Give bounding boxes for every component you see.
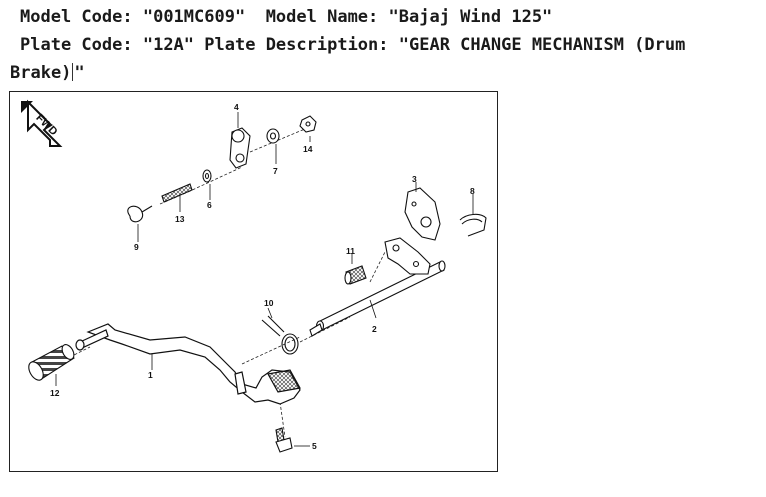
part-label-9: 9 <box>134 242 139 252</box>
part-7-washer <box>266 128 280 144</box>
part-label-8: 8 <box>470 186 475 196</box>
part-2-shaft-plate <box>384 237 431 275</box>
part-1-gear-lever <box>75 323 301 405</box>
part-number-labels: 4 14 7 6 13 9 3 8 11 10 2 1 12 5 <box>50 102 475 451</box>
part-label-13: 13 <box>175 214 185 224</box>
part-8-clip <box>459 213 487 237</box>
fwd-label: FWD <box>33 112 59 138</box>
plate-description-value: "GEAR CHANGE MECHANISM (Drum <box>398 35 686 55</box>
header: Model Code: "001MC609" Model Name: "Baja… <box>0 0 766 112</box>
part-label-6: 6 <box>207 200 212 210</box>
part-label-1: 1 <box>148 370 153 380</box>
part-label-12: 12 <box>50 388 60 398</box>
part-14-nut <box>299 115 317 133</box>
model-name-label: Model Name: <box>265 7 379 27</box>
header-line-1: Model Code: "001MC609" Model Name: "Baja… <box>20 3 552 31</box>
part-10-return-spring <box>261 315 299 355</box>
part-label-7: 7 <box>273 166 278 176</box>
plate-code-label: Plate Code: <box>20 35 133 55</box>
part-5-bolt <box>275 427 293 453</box>
part-2-shift-shaft <box>309 260 446 337</box>
part-9-spring <box>127 205 153 223</box>
part-3-shift-plate <box>404 187 441 241</box>
part-label-10: 10 <box>264 298 274 308</box>
part-4-stopper-arm <box>229 127 251 169</box>
header-line-3: Brake)" <box>10 59 85 87</box>
text-cursor <box>72 63 74 81</box>
part-label-3: 3 <box>412 174 417 184</box>
part-label-5: 5 <box>312 441 317 451</box>
plate-description-label: Plate Description: <box>204 35 389 55</box>
header-line-2: Plate Code: "12A" Plate Description: "GE… <box>20 31 685 59</box>
exploded-parts-diagram: FWD <box>9 91 498 472</box>
plate-description-continued: Brake) <box>10 63 72 83</box>
fwd-arrow-icon: FWD <box>21 99 63 147</box>
model-code-value: "001MC609" <box>142 7 246 27</box>
part-label-11: 11 <box>346 246 355 256</box>
part-label-14: 14 <box>303 144 313 154</box>
leader-lines <box>55 112 474 447</box>
part-11-pin <box>344 265 367 285</box>
model-name-value: "Bajaj Wind 125" <box>388 7 553 27</box>
assembly-lines <box>69 125 386 438</box>
plate-code-value: "12A" <box>142 35 195 55</box>
model-code-label: Model Code: <box>20 7 133 27</box>
diagram-canvas: FWD <box>21 99 487 453</box>
part-label-2: 2 <box>372 324 377 334</box>
part-13-stud <box>161 183 193 203</box>
part-12-rubber-peg <box>28 344 75 381</box>
part-6-washer <box>202 169 212 183</box>
part-label-4: 4 <box>234 102 239 112</box>
plate-description-close-quote: " <box>74 63 85 83</box>
